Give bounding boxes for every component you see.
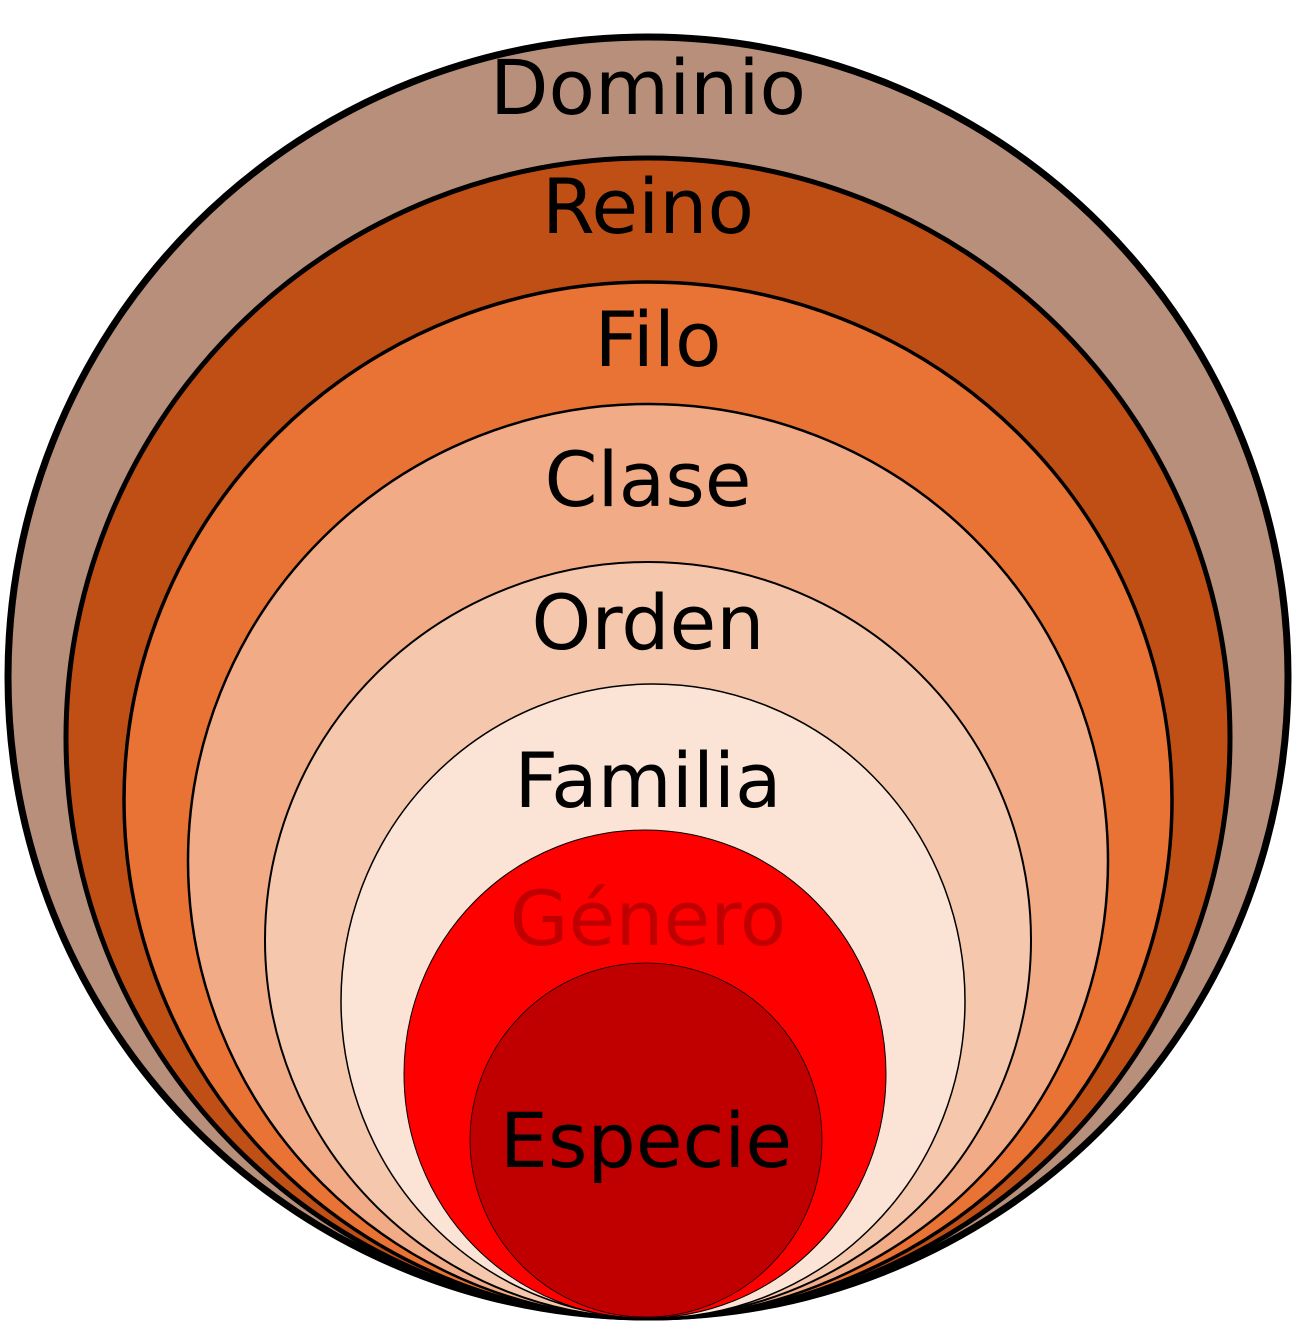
- label-clase: Clase: [544, 435, 751, 524]
- label-dominio: Dominio: [490, 43, 806, 132]
- level-especie: Especie: [469, 962, 823, 1318]
- label-especie: Especie: [500, 1096, 792, 1185]
- circle-especie: [469, 962, 823, 1318]
- label-orden: Orden: [532, 578, 765, 667]
- label-familia: Familia: [514, 736, 781, 825]
- label-genero: Género: [510, 874, 787, 963]
- label-filo: Filo: [595, 295, 722, 384]
- label-reino: Reino: [542, 162, 754, 251]
